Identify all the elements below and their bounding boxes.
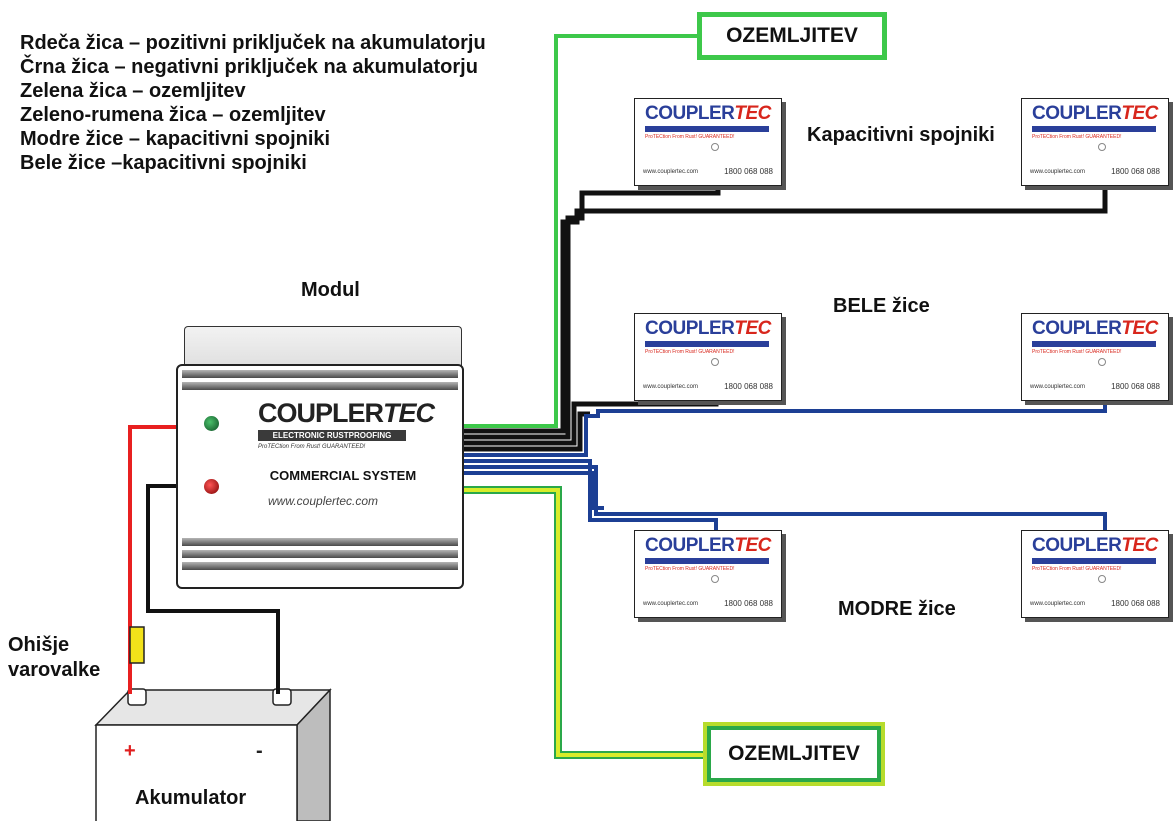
- legend-green-wire: Zelena žica – ozemljitev: [20, 80, 246, 102]
- ground-box-top: OZEMLJITEV: [697, 12, 887, 60]
- legend-yellow-green-wire: Zeleno-rumena žica – ozemljitev: [20, 104, 326, 126]
- coupler-band: [645, 341, 769, 347]
- coupler-band: [645, 558, 769, 564]
- module-url: www.couplertec.com: [268, 494, 379, 508]
- coupler-card: COUPLERTEC ProTECtion From Rust! GUARANT…: [634, 98, 782, 186]
- legend-red-wire: Rdeča žica – pozitivni priključek na aku…: [20, 32, 486, 54]
- coupler-tagline: ProTECtion From Rust! GUARANTEED!: [1032, 349, 1122, 355]
- module-rib: [182, 550, 458, 558]
- coupler-tagline: ProTECtion From Rust! GUARANTEED!: [645, 134, 735, 140]
- coupler-brand-main: COUPLER: [1032, 535, 1122, 556]
- white-wires: [462, 146, 1108, 452]
- fuse-holder: [129, 626, 145, 664]
- coupler-brand-main: COUPLER: [645, 318, 735, 339]
- legend-white-wires: Bele žice –kapacitivni spojniki: [20, 152, 307, 174]
- coupler-band: [645, 126, 769, 132]
- battery-positive-terminal: [127, 688, 147, 706]
- coupler-brand-accent: TEC: [734, 318, 771, 339]
- red-wire: [128, 425, 178, 694]
- battery-plus-sign: +: [124, 740, 136, 762]
- coupler-tagline: ProTECtion From Rust! GUARANTEED!: [645, 566, 735, 572]
- coupler-led: [711, 575, 719, 583]
- ground-box-bottom: OZEMLJITEV: [703, 722, 885, 786]
- legend-blue-wires: Modre žice – kapacitivni spojniki: [20, 128, 331, 150]
- coupler-brand: COUPLERTEC: [645, 318, 771, 340]
- coupler-card: COUPLERTEC ProTECtion From Rust! GUARANT…: [634, 530, 782, 618]
- module-label: Modul: [301, 279, 360, 301]
- coupler-brand: COUPLERTEC: [645, 103, 771, 125]
- coupler-led: [711, 143, 719, 151]
- coupler-phone: 1800 068 088: [1111, 382, 1160, 391]
- legend-black-wire: Črna žica – negativni priključek na akum…: [20, 56, 478, 78]
- coupler-brand-accent: TEC: [1121, 103, 1158, 124]
- coupler-brand-accent: TEC: [734, 103, 771, 124]
- blue-wires: [462, 384, 1107, 548]
- coupler-phone: 1800 068 088: [724, 599, 773, 608]
- module-rib: [182, 382, 458, 390]
- coupler-brand: COUPLERTEC: [1032, 103, 1158, 125]
- green-ground-wire: [462, 34, 697, 428]
- module-tagline: ProTECtion From Rust! GUARANTEED!: [258, 444, 366, 450]
- coupler-tagline: ProTECtion From Rust! GUARANTEED!: [1032, 134, 1122, 140]
- yellow-green-ground-wire-stripe: [462, 488, 703, 757]
- coupler-brand: COUPLERTEC: [645, 535, 771, 557]
- coupler-brand-accent: TEC: [734, 535, 771, 556]
- module-brand-accent: TEC: [383, 398, 435, 428]
- coupler-led: [1098, 143, 1106, 151]
- coupler-url: www.couplertec.com: [1030, 169, 1086, 175]
- coupler-url: www.couplertec.com: [643, 384, 699, 390]
- battery-minus-sign: -: [256, 740, 263, 762]
- coupler-phone: 1800 068 088: [724, 167, 773, 176]
- coupler-url: www.couplertec.com: [643, 169, 699, 175]
- coupler-brand-main: COUPLER: [645, 535, 735, 556]
- coupler-led: [1098, 358, 1106, 366]
- coupler-band: [1032, 126, 1156, 132]
- coupler-url: www.couplertec.com: [643, 601, 699, 607]
- coupler-card: COUPLERTEC ProTECtion From Rust! GUARANT…: [634, 313, 782, 401]
- coupler-brand-main: COUPLER: [645, 103, 735, 124]
- battery-label: Akumulator: [135, 787, 247, 809]
- coupler-tagline: ProTECtion From Rust! GUARANTEED!: [1032, 566, 1122, 572]
- coupler-brand: COUPLERTEC: [1032, 318, 1158, 340]
- coupler-brand-accent: TEC: [1121, 318, 1158, 339]
- coupler-led: [1098, 575, 1106, 583]
- module-green-led: [204, 416, 219, 431]
- module-brand-main: COUPLER: [258, 398, 384, 428]
- coupler-url: www.couplertec.com: [1030, 601, 1086, 607]
- module-rib: [182, 562, 458, 570]
- capacitive-label: Kapacitivni spojniki: [807, 124, 995, 146]
- coupler-brand-main: COUPLER: [1032, 318, 1122, 339]
- coupler-band: [1032, 558, 1156, 564]
- blue-wires-label: MODRE žice: [838, 598, 956, 620]
- coupler-url: www.couplertec.com: [1030, 384, 1086, 390]
- coupler-phone: 1800 068 088: [1111, 599, 1160, 608]
- module-red-led: [204, 479, 219, 494]
- wire-legend: Rdeča žica – pozitivni priključek na aku…: [20, 31, 486, 175]
- module-brand: COUPLERTEC: [258, 398, 435, 429]
- coupler-card: COUPLERTEC ProTECtion From Rust! GUARANT…: [1021, 530, 1169, 618]
- module-rib: [182, 538, 458, 546]
- battery-front-face: [95, 724, 298, 821]
- coupler-phone: 1800 068 088: [724, 382, 773, 391]
- coupler-tagline: ProTECtion From Rust! GUARANTEED!: [645, 349, 735, 355]
- coupler-brand: COUPLERTEC: [1032, 535, 1158, 557]
- fuse-label-line2: varovalke: [8, 659, 101, 681]
- battery-negative-terminal: [272, 688, 292, 706]
- coupler-phone: 1800 068 088: [1111, 167, 1160, 176]
- coupler-brand-main: COUPLER: [1032, 103, 1122, 124]
- fuse-label-line1: Ohišje: [8, 634, 70, 656]
- control-module: COUPLERTEC ELECTRONIC RUSTPROOFING ProTE…: [176, 364, 464, 589]
- module-system-label: COMMERCIAL SYSTEM: [250, 458, 436, 492]
- coupler-brand-accent: TEC: [1121, 535, 1158, 556]
- coupler-led: [711, 358, 719, 366]
- coupler-card: COUPLERTEC ProTECtion From Rust! GUARANT…: [1021, 98, 1169, 186]
- module-rib: [182, 370, 458, 378]
- module-band: ELECTRONIC RUSTPROOFING: [258, 430, 406, 441]
- coupler-card: COUPLERTEC ProTECtion From Rust! GUARANT…: [1021, 313, 1169, 401]
- black-wire: [146, 484, 280, 694]
- coupler-band: [1032, 341, 1156, 347]
- white-wires-label: BELE žice: [833, 295, 930, 317]
